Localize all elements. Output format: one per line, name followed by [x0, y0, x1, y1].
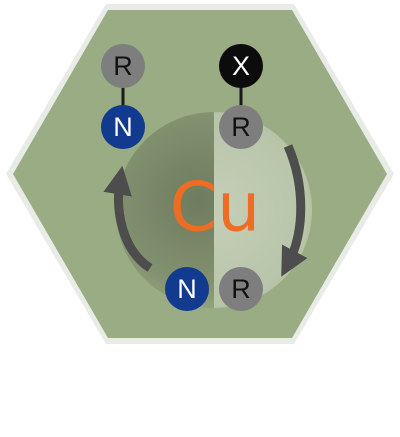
atom-x-top-right: X — [219, 44, 263, 88]
atom-r-bottom: R — [219, 267, 263, 311]
atom-label: X — [232, 51, 250, 81]
atom-circle — [165, 267, 209, 311]
atom-r-top-left: R — [101, 44, 145, 88]
copper-label: Cu — [170, 169, 261, 248]
atom-n-top-left: N — [101, 105, 145, 149]
atom-circle — [101, 105, 145, 149]
atom-label: N — [177, 274, 197, 304]
atom-label: R — [113, 51, 133, 81]
atom-circle — [219, 44, 263, 88]
cycle-arrow-right — [281, 144, 308, 277]
atom-r-top-right: R — [219, 105, 263, 149]
atom-label: R — [231, 112, 251, 142]
atom-label: N — [113, 112, 133, 142]
cycle-arrow-left — [103, 165, 153, 272]
copper-orb — [116, 112, 312, 308]
atom-circle — [219, 267, 263, 311]
atom-n-bottom: N — [165, 267, 209, 311]
atom-circle — [219, 105, 263, 149]
atom-circle — [101, 44, 145, 88]
atom-label: R — [231, 274, 251, 304]
